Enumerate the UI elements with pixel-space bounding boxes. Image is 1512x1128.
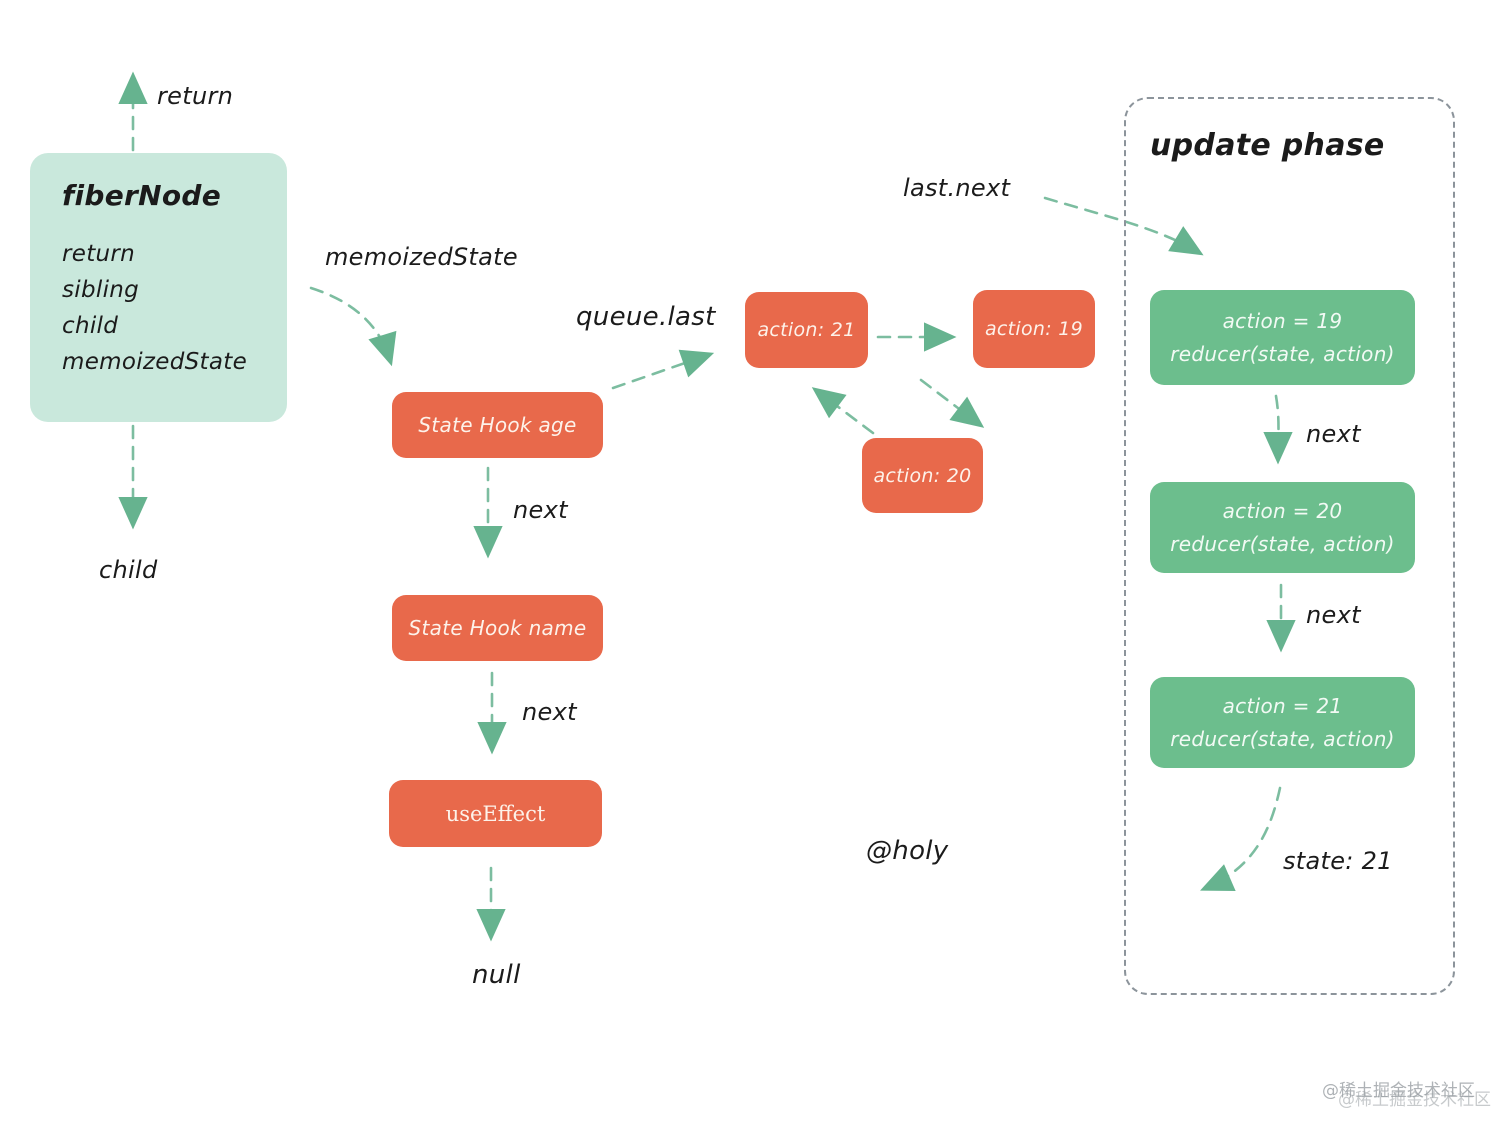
hook-node-state-hook-name: State Hook name (392, 595, 603, 661)
fiber-node-box: fiberNode return sibling child memoizedS… (30, 153, 287, 422)
label-update-next-2: next (1306, 601, 1361, 629)
arrow-last-next (1043, 196, 1204, 256)
update-step-line1: action = 21 (1222, 693, 1343, 718)
label-hook-next-2: next (522, 698, 577, 726)
update-step-action-21: action = 21 reducer(state, action) (1150, 677, 1415, 768)
arrow-memoized-state (309, 286, 397, 367)
fiber-node-title: fiberNode (62, 179, 222, 212)
label-hook-next-1: next (513, 496, 568, 524)
update-step-action-19: action = 19 reducer(state, action) (1150, 290, 1415, 385)
label-update-next-1: next (1306, 420, 1361, 448)
watermark-text: @稀土掘金技术社区 (1322, 1081, 1475, 1101)
arrow-update-next-1 (1263, 394, 1293, 465)
label-holy: @holy (866, 836, 949, 866)
label-last-next: last.next (903, 174, 1011, 202)
update-step-line2: reducer(state, action) (1170, 341, 1395, 366)
label-state-result: state: 21 (1283, 847, 1393, 875)
update-phase-frame (1124, 97, 1455, 995)
update-step-line1: action = 20 (1222, 498, 1343, 523)
update-step-line1: action = 19 (1222, 308, 1343, 333)
hook-node-state-hook-age: State Hook age (392, 392, 603, 458)
update-step-action-20: action = 20 reducer(state, action) (1150, 482, 1415, 573)
fiber-node-field-return: return (62, 241, 136, 267)
label-return: return (157, 82, 234, 110)
arrow-action19-to-20 (919, 378, 985, 428)
update-phase-title: update phase (1150, 128, 1385, 163)
fiber-node-field-memoizedstate: memoizedState (62, 349, 248, 375)
queue-node-action-20: action: 20 (862, 438, 983, 513)
queue-node-action-19: action: 19 (973, 290, 1095, 368)
queue-node-action-21: action: 21 (745, 292, 868, 368)
fiber-node-field-sibling: sibling (62, 277, 140, 303)
arrow-queue-last (611, 349, 715, 390)
label-memoized-state: memoizedState (325, 243, 518, 271)
hook-node-useeffect: useEffect (389, 780, 602, 847)
watermark-text-shadow: @稀土掘金技术社区 (1338, 1090, 1491, 1110)
arrow-action20-to-21 (811, 387, 875, 435)
label-queue-last: queue.last (576, 302, 716, 332)
label-child: child (99, 556, 158, 584)
update-step-line2: reducer(state, action) (1170, 531, 1395, 556)
label-null: null (472, 960, 521, 990)
fiber-node-field-child: child (62, 313, 119, 339)
update-step-line2: reducer(state, action) (1170, 726, 1395, 751)
arrow-state-result (1200, 786, 1282, 892)
